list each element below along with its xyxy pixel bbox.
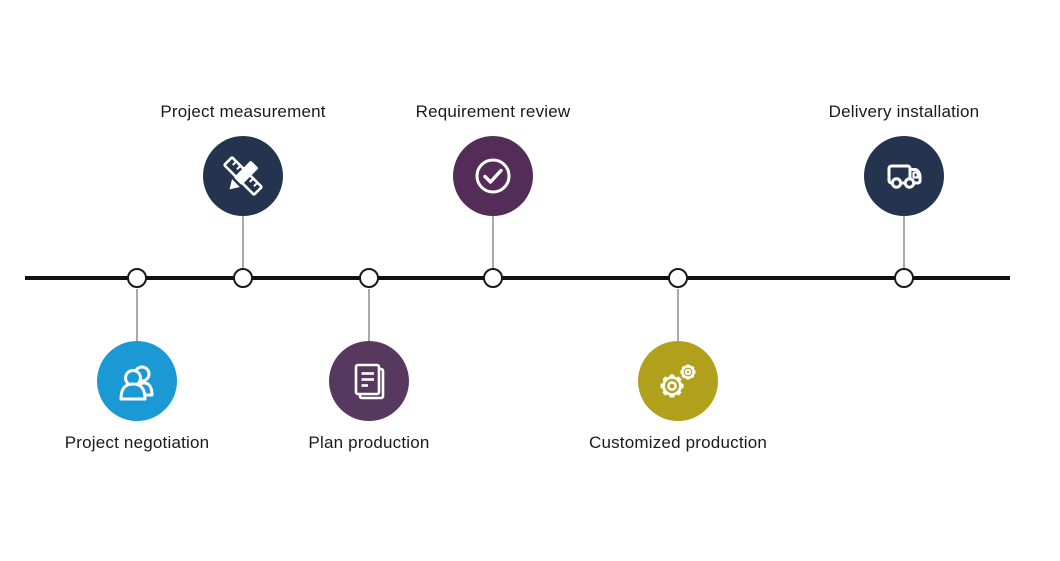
milestone-label: Project negotiation: [64, 433, 210, 452]
connector-line: [368, 289, 370, 341]
timeline-node: [894, 268, 914, 288]
connector-line: [677, 289, 679, 341]
timeline-node: [233, 268, 253, 288]
timeline-node: [483, 268, 503, 288]
gears-icon: [660, 364, 696, 398]
milestone-bubble: [97, 341, 177, 421]
connector-line: [136, 289, 138, 341]
milestone-bubble: [638, 341, 718, 421]
connector-line: [492, 216, 494, 269]
milestone-label: Requirement review: [415, 102, 571, 121]
milestone-label: Delivery installation: [828, 102, 980, 121]
timeline-node: [668, 268, 688, 288]
ruler-pencil-icon: [223, 156, 263, 196]
milestone-bubble: [453, 136, 533, 216]
connector-line: [903, 216, 905, 269]
milestone-label: Project measurement: [160, 102, 326, 121]
document-icon: [354, 363, 385, 400]
milestone-bubble: [329, 341, 409, 421]
connector-line: [242, 216, 244, 269]
milestone-label: Plan production: [308, 433, 430, 452]
milestone-label: Customized production: [588, 433, 768, 452]
milestone-bubble: [203, 136, 283, 216]
timeline-node: [359, 268, 379, 288]
timeline-axis: [25, 276, 1010, 280]
people-icon: [119, 365, 154, 401]
milestone-bubble: [864, 136, 944, 216]
timeline-node: [127, 268, 147, 288]
check-circle-icon: [475, 158, 511, 194]
truck-icon: [887, 164, 922, 189]
